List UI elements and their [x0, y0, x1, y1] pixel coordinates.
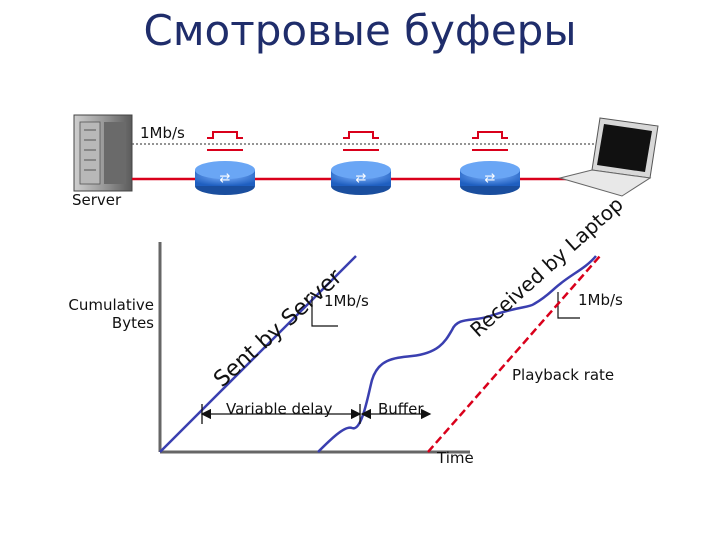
slope-marker — [557, 292, 580, 319]
y-axis-label-line1: Cumulative — [68, 296, 154, 314]
y-axis-label: Cumulative Bytes — [62, 296, 154, 332]
received-by-laptop-label: Received by Laptop — [465, 192, 628, 342]
svg-text:⇄: ⇄ — [220, 171, 231, 186]
y-axis-label-line2: Bytes — [111, 314, 154, 332]
router-icon: ⇄ — [195, 131, 255, 195]
sent-by-server-label: Sent by Server — [209, 264, 348, 392]
slope-marker — [311, 296, 338, 327]
x-axis-label: Time — [437, 449, 474, 467]
playback-line — [427, 255, 601, 453]
svg-text:⇄: ⇄ — [356, 171, 367, 186]
page-title: Смотровые буферы — [143, 6, 577, 55]
sent-line — [159, 255, 357, 453]
router-icon: ⇄ — [460, 131, 520, 195]
server-icon — [73, 114, 133, 192]
variable-delay-label: Variable delay — [226, 400, 333, 418]
svg-text:⇄: ⇄ — [485, 171, 496, 186]
link-rate-label: 1Mb/s — [140, 124, 185, 142]
laptop-icon — [558, 117, 659, 197]
server-label: Server — [72, 191, 122, 209]
buffer-label: Buffer — [378, 400, 424, 418]
router-icon: ⇄ — [331, 131, 391, 195]
rate-label-right: 1Mb/s — [578, 291, 623, 309]
rate-label-left: 1Mb/s — [324, 292, 369, 310]
playback-rate-label: Playback rate — [512, 366, 615, 384]
